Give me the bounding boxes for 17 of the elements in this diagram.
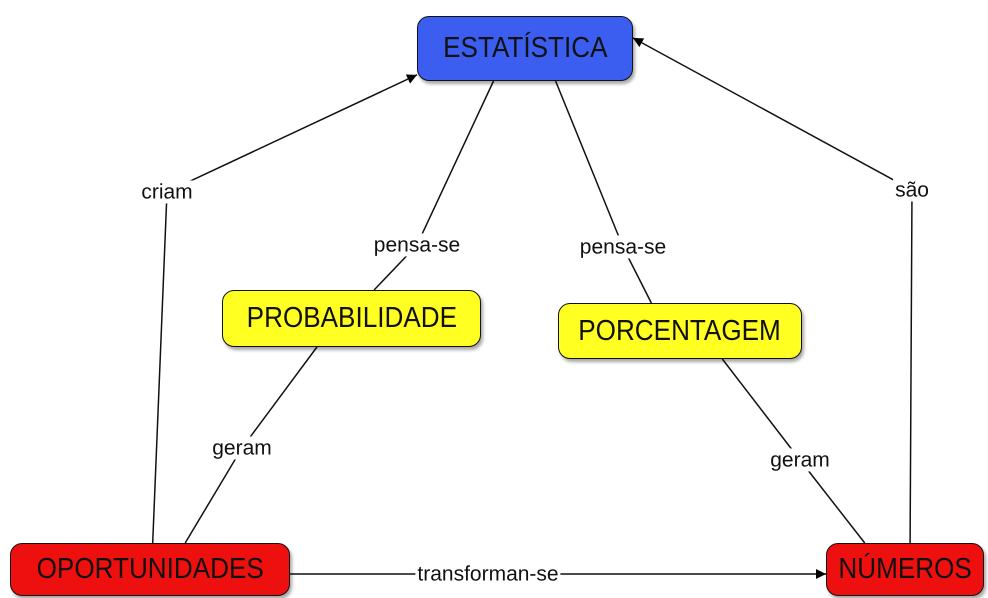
- concept-box: [10, 543, 290, 596]
- concept-label: NÚMEROS: [838, 553, 972, 586]
- connector: [184, 346, 318, 544]
- concept-box: [558, 303, 802, 359]
- concept-label: ESTATÍSTICA: [442, 32, 608, 65]
- connector: [374, 80, 494, 291]
- edge-label: são: [893, 178, 931, 202]
- concept-box: [222, 290, 481, 347]
- connector: [632, 37, 913, 543]
- concept-box: [826, 543, 984, 596]
- concept-box: [417, 16, 633, 81]
- concept-label: PROBABILIDADE: [246, 302, 457, 335]
- concept-label: OPORTUNIDADES: [36, 553, 264, 586]
- concept-label: PORCENTAGEM: [578, 314, 782, 348]
- connector: [554, 80, 652, 304]
- edge-label: criam: [139, 180, 195, 204]
- connector: [152, 74, 418, 544]
